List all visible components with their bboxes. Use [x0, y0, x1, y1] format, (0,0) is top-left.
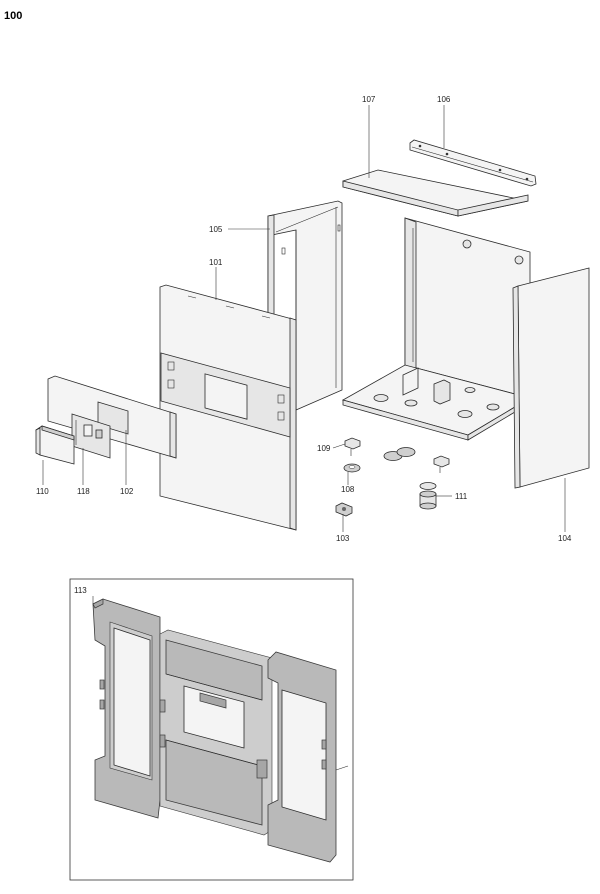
- page-title: 100: [4, 10, 23, 22]
- part-109-clips: [344, 437, 450, 473]
- part-108-grommets: [343, 447, 416, 473]
- label-104: 104: [558, 534, 572, 543]
- inset-left-frame: [92, 598, 161, 819]
- label-110: 110: [36, 487, 49, 496]
- label-102: 102: [120, 487, 134, 496]
- label-111: 111: [455, 492, 468, 501]
- inset-right-frame: [267, 651, 349, 863]
- part-103-connector: [335, 502, 353, 517]
- part-housing: [341, 217, 532, 441]
- label-103: 103: [336, 534, 350, 543]
- label-101: 101: [209, 258, 223, 267]
- part-106-bracket: [409, 139, 537, 187]
- part-111-glands: [419, 482, 437, 510]
- label-109: 109: [317, 444, 331, 453]
- inset-113: [69, 578, 354, 881]
- part-101-front-panel: [159, 284, 297, 531]
- label-108: 108: [341, 485, 355, 494]
- part-110-block: [35, 425, 75, 465]
- leader-lines: [42, 105, 566, 532]
- label-105: 105: [209, 225, 223, 234]
- label-113: 113: [74, 586, 87, 595]
- label-106: 106: [437, 95, 451, 104]
- part-104-side-panel: [512, 267, 590, 489]
- label-107: 107: [362, 95, 376, 104]
- part-107-lid: [342, 169, 529, 217]
- label-118: 118: [77, 487, 90, 496]
- inset-center-panel: [159, 629, 273, 836]
